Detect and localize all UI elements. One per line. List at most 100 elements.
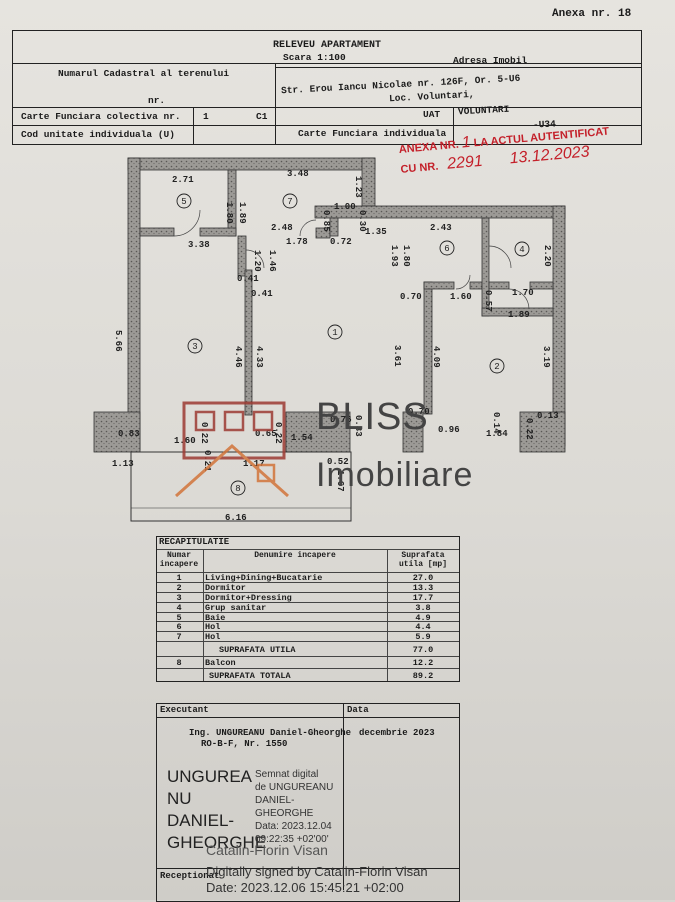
room-number: 2 bbox=[176, 582, 182, 593]
dim: 0.13 bbox=[537, 411, 559, 421]
dim: 0.96 bbox=[438, 425, 460, 435]
room-name: Living+Dining+Bucatarie bbox=[205, 573, 323, 583]
executant-block: Executant Data Ing. UNGUREANU Daniel-Ghe… bbox=[156, 703, 460, 902]
room-number: 4 bbox=[176, 602, 182, 613]
dim: 0.33 bbox=[353, 415, 363, 437]
dim: 1.60 bbox=[450, 292, 472, 302]
digital-signature-text: Semnat digital de UNGUREANU DANIEL- GHEO… bbox=[255, 768, 333, 846]
recap-row: 4 Grup sanitar 3.8 bbox=[157, 601, 459, 613]
sig-line: DANIEL- bbox=[167, 811, 235, 830]
receptionat-label: Receptionat bbox=[160, 871, 220, 881]
dim: 0.70 bbox=[400, 292, 422, 302]
room-name: Grup sanitar bbox=[205, 602, 267, 613]
floor-plan-drawing: 1 2 3 4 5 6 7 8 2.71 1.80 1.89 3.48 1.23… bbox=[93, 157, 566, 523]
dim: 1.46 bbox=[267, 250, 277, 272]
cadastral-value: nr. bbox=[148, 95, 166, 106]
room-5-label: 5 bbox=[181, 197, 186, 207]
dim: 0.72 bbox=[330, 237, 352, 247]
room-4-label: 4 bbox=[519, 245, 524, 255]
executant-date: decembrie 2023 bbox=[359, 728, 435, 738]
visan-date: Date: 2023.12.06 15:45:21 +02:00 bbox=[206, 880, 404, 895]
sig-text-line: GHEORGHE bbox=[255, 808, 314, 819]
signature-name: UNGUREA NU DANIEL- GHEORGHE bbox=[167, 766, 266, 854]
cf-collective-value: 1 bbox=[203, 111, 209, 122]
dim: 6.16 bbox=[225, 513, 247, 523]
room-area: 5.9 bbox=[415, 632, 431, 643]
total-label: SUPRAFATA TOTALA bbox=[209, 671, 291, 682]
dim: 1.67 bbox=[335, 470, 345, 492]
walls bbox=[93, 157, 566, 453]
room-8-label: 8 bbox=[235, 484, 240, 494]
sig-text-line: Data: 2023.12.04 bbox=[255, 821, 332, 832]
floor-plan: 1 2 3 4 5 6 7 8 2.71 1.80 1.89 3.48 1.23… bbox=[0, 150, 675, 530]
room-number: 7 bbox=[176, 632, 182, 643]
sig-line: GHEORGHE bbox=[167, 833, 267, 852]
dim: 0.21 bbox=[202, 450, 212, 472]
room-name: Hol bbox=[205, 622, 221, 633]
recap-header-number: Numar incapere bbox=[159, 551, 199, 569]
util-value: 77.0 bbox=[412, 645, 434, 656]
dim: 1.89 bbox=[237, 202, 247, 224]
room-name: Dormitor+Dressing bbox=[205, 592, 292, 603]
dim: 2.71 bbox=[172, 175, 194, 185]
door-swings bbox=[173, 209, 530, 310]
dim: 1.13 bbox=[112, 459, 134, 469]
recap-header: Numar incapere Denumire incapere Suprafa… bbox=[157, 549, 459, 572]
dim: 1.70 bbox=[512, 288, 534, 298]
room-area: 4.4 bbox=[415, 622, 431, 633]
cf-collective-suffix: C1 bbox=[256, 111, 268, 122]
room-6-label: 6 bbox=[444, 244, 449, 254]
dim: 5.66 bbox=[113, 330, 123, 352]
balcon-label: Balcon bbox=[205, 658, 236, 669]
visan-signed: Digitally signed by Catalin-Florin Visan bbox=[206, 864, 428, 879]
room-name: Dormitor bbox=[205, 582, 246, 593]
dim: 4.09 bbox=[431, 346, 441, 368]
dim: 1.89 bbox=[508, 310, 530, 320]
header-table: RELEVEU APARTAMENT Scara 1:100 Numarul C… bbox=[12, 30, 642, 145]
sig-line: UNGUREA bbox=[167, 767, 253, 786]
room-3-label: 3 bbox=[192, 342, 197, 352]
dim: 0.70 bbox=[408, 407, 430, 417]
dim: 0.41 bbox=[251, 289, 273, 299]
room-area: 3.8 bbox=[415, 602, 431, 613]
room-1-label: 1 bbox=[332, 328, 337, 338]
dim: 1.54 bbox=[291, 433, 313, 443]
room-area: 4.9 bbox=[415, 612, 431, 623]
room-number: 1 bbox=[176, 573, 182, 583]
document-title: RELEVEU APARTAMENT bbox=[272, 40, 382, 51]
dim: 3.38 bbox=[188, 240, 210, 250]
balcon-number: 8 bbox=[176, 658, 182, 669]
cadastral-label: Numarul Cadastral al terenului bbox=[58, 68, 230, 79]
room-name: Hol bbox=[205, 632, 221, 643]
recap-title: RECAPITULATIE bbox=[159, 537, 230, 547]
recap-util-row: SUPRAFATA UTILA 77.0 bbox=[157, 641, 459, 656]
dim: 3.61 bbox=[392, 345, 402, 367]
room-7-label: 7 bbox=[287, 197, 292, 207]
sig-text-line: 09:22:35 +02'00' bbox=[255, 834, 329, 845]
dim: 0.83 bbox=[118, 429, 140, 439]
util-label: SUPRAFATA UTILA bbox=[219, 645, 296, 656]
executant-label: Executant bbox=[160, 705, 209, 715]
uat-label: UAT bbox=[423, 109, 441, 120]
engineer-name: Ing. UNGUREANU Daniel-Gheorghe bbox=[189, 728, 352, 738]
watermark-logo bbox=[175, 401, 289, 498]
data-label: Data bbox=[347, 705, 369, 715]
dim: 2.43 bbox=[430, 223, 452, 233]
room-area: 17.7 bbox=[412, 592, 434, 603]
sig-text-line: Semnat digital bbox=[255, 769, 319, 780]
room-2-label: 2 bbox=[494, 362, 499, 372]
dim: 1.93 bbox=[389, 245, 399, 267]
sig-text-line: DANIEL- bbox=[255, 795, 295, 806]
dim: 1.80 bbox=[401, 245, 411, 267]
visan-name: Catalin-Florin Visan bbox=[206, 842, 328, 858]
dim: 0.14 bbox=[491, 412, 501, 434]
annex-number: Anexa nr. 18 bbox=[552, 8, 632, 20]
recap-header-name: Denumire incapere bbox=[254, 551, 336, 560]
dim: 2.20 bbox=[542, 245, 552, 267]
dim: 2.48 bbox=[271, 223, 293, 233]
